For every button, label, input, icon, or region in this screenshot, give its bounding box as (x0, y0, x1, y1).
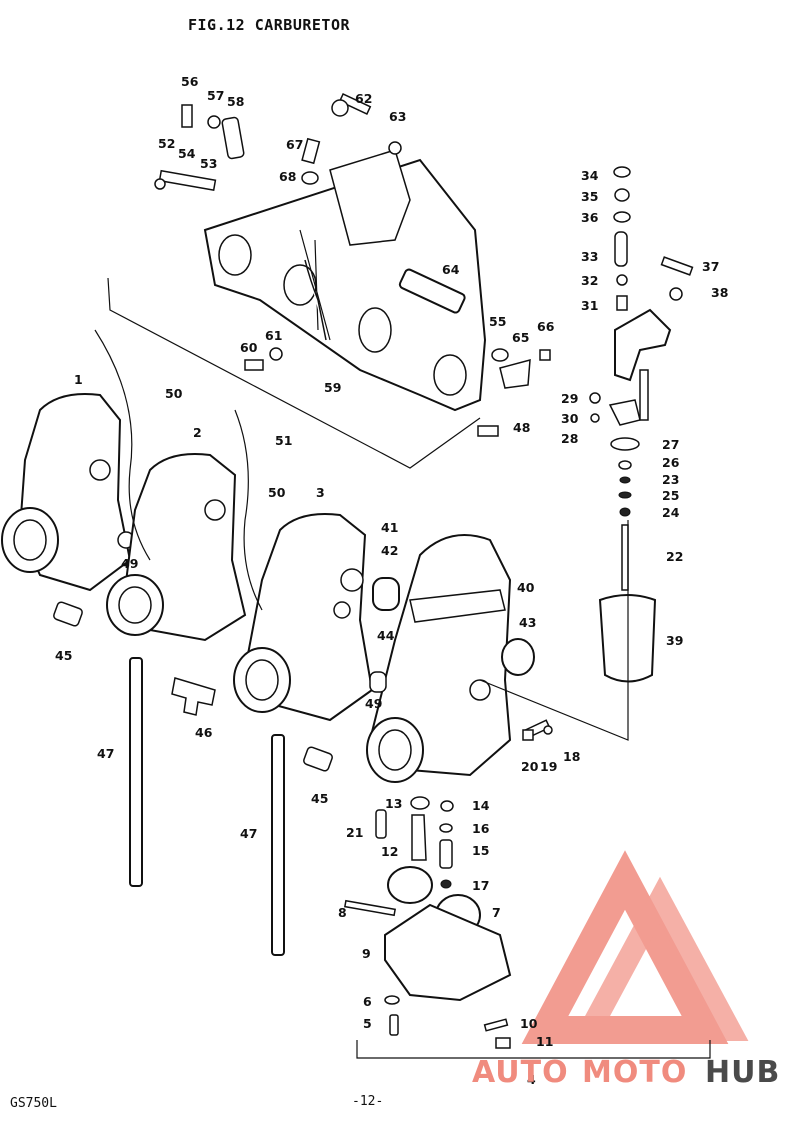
callout-labels: 1 2 3 4 5 6 7 8 9 10 11 12 13 14 15 16 1… (55, 74, 728, 1087)
watermark-auto: AUTO (472, 1055, 569, 1090)
callout-24: 24 (662, 505, 680, 520)
model-label: GS750L (10, 1096, 57, 1111)
callout-42: 42 (381, 543, 398, 558)
callout-47a: 47 (97, 746, 114, 761)
callout-12: 12 (381, 844, 398, 859)
carburetor-body-2 (106, 453, 247, 642)
callout-23: 23 (662, 472, 679, 487)
callout-63: 63 (389, 109, 406, 124)
callout-49a: 49 (121, 556, 138, 571)
callout-14: 14 (472, 798, 490, 813)
linkage-bracket-assembly (107, 93, 551, 469)
joint-45a (53, 601, 83, 627)
callout-2: 2 (193, 425, 202, 440)
callout-17: 17 (472, 878, 489, 893)
float-bowl-group (343, 719, 711, 1059)
watermark-moto: MOTO (582, 1055, 687, 1090)
callout-25: 25 (662, 488, 679, 503)
callout-36: 36 (581, 210, 599, 225)
callout-59: 59 (324, 380, 341, 395)
watermark-text: AUTO MOTO HUB (472, 1055, 780, 1090)
callout-41: 41 (381, 520, 398, 535)
callout-5: 5 (363, 1016, 372, 1031)
callout-30: 30 (561, 411, 579, 426)
callout-45b: 45 (311, 791, 328, 806)
carburetor-body-3 (233, 513, 374, 722)
callout-20: 20 (521, 759, 539, 774)
carburetor-body-1 (1, 393, 135, 592)
callout-18: 18 (563, 749, 580, 764)
callout-3: 3 (316, 485, 325, 500)
callout-10: 10 (520, 1016, 538, 1031)
figure-title: FIG.12 CARBURETOR (188, 16, 351, 34)
piston-assembly (479, 166, 694, 741)
callout-54: 54 (178, 146, 196, 161)
callout-15: 15 (472, 843, 489, 858)
callout-61: 61 (265, 328, 282, 343)
callout-8: 8 (338, 905, 347, 920)
callout-29: 29 (561, 391, 578, 406)
callout-64: 64 (442, 262, 460, 277)
callout-38: 38 (711, 285, 728, 300)
callout-62: 62 (355, 91, 372, 106)
callout-58: 58 (227, 94, 244, 109)
callout-26: 26 (662, 455, 680, 470)
callout-48: 48 (513, 420, 530, 435)
callout-19: 19 (540, 759, 557, 774)
callout-67: 67 (286, 137, 303, 152)
drain-hose-47a (129, 657, 143, 887)
collar-49 (369, 671, 387, 693)
t-joint-46 (171, 677, 216, 716)
callout-37: 37 (702, 259, 719, 274)
callout-9: 9 (362, 946, 371, 961)
callout-6: 6 (363, 994, 372, 1009)
callout-44: 44 (377, 628, 395, 643)
callout-27: 27 (662, 437, 679, 452)
callout-60: 60 (240, 340, 258, 355)
drain-hose-47b (271, 734, 285, 956)
duct-44 (372, 577, 400, 611)
callout-1: 1 (74, 372, 83, 387)
callout-66: 66 (537, 319, 555, 334)
callout-21: 21 (346, 825, 363, 840)
joint-45b (303, 746, 333, 772)
callout-46: 46 (195, 725, 213, 740)
callout-34: 34 (581, 168, 599, 183)
callout-65: 65 (512, 330, 529, 345)
callout-49b: 49 (365, 696, 382, 711)
vent-hose-50a (94, 329, 151, 561)
callout-50b: 50 (268, 485, 286, 500)
callout-57: 57 (207, 88, 224, 103)
callout-53: 53 (200, 156, 217, 171)
callout-47b: 47 (240, 826, 257, 841)
callout-52: 52 (158, 136, 175, 151)
callout-68: 68 (279, 169, 296, 184)
callout-56: 56 (181, 74, 199, 89)
callout-33: 33 (581, 249, 598, 264)
page-number: -12- (352, 1094, 384, 1109)
callout-13: 13 (385, 796, 402, 811)
carburetor-body-4 (366, 534, 512, 783)
callout-50a: 50 (165, 386, 183, 401)
callout-31: 31 (581, 298, 598, 313)
callout-35: 35 (581, 189, 598, 204)
callout-45a: 45 (55, 648, 72, 663)
watermark-logo (521, 850, 749, 1044)
callout-7: 7 (492, 905, 501, 920)
cap-43 (501, 638, 535, 676)
callout-11: 11 (536, 1034, 553, 1049)
callout-51: 51 (275, 433, 292, 448)
callout-39: 39 (666, 633, 683, 648)
callout-32: 32 (581, 273, 598, 288)
callout-55: 55 (489, 314, 506, 329)
callout-22: 22 (666, 549, 683, 564)
callout-40: 40 (517, 580, 535, 595)
watermark-hub: HUB (705, 1055, 780, 1090)
vent-hose-50b (234, 409, 263, 611)
callout-28: 28 (561, 431, 578, 446)
callout-4: 4 (527, 1072, 536, 1087)
callout-43: 43 (519, 615, 536, 630)
callout-16: 16 (472, 821, 490, 836)
